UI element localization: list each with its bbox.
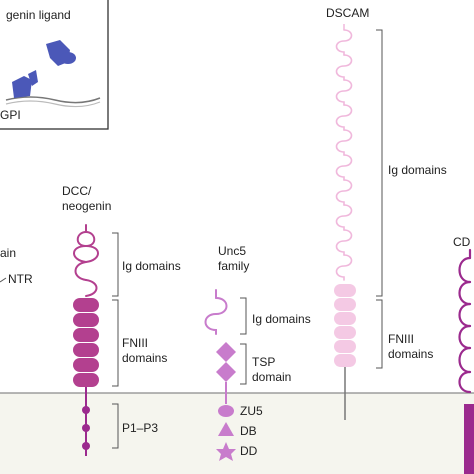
unc5-ig-label: Ig domains [252, 312, 311, 326]
ntr-fragment-line [0, 277, 7, 283]
left-fragment-ain: ain [0, 246, 17, 260]
dscam-ig-label: Ig domains [388, 163, 447, 177]
unc5-brackets [240, 297, 247, 385]
unc5-intracellular-domains [216, 405, 236, 461]
dscam-fniii-label-line2: domains [388, 347, 434, 361]
dcc-ig-domains [73, 224, 99, 297]
unc5-tsp-label-line1: TSP [252, 355, 276, 369]
ligand-shape-upper [46, 40, 76, 66]
unc5-tsp-label-line2: domain [252, 370, 292, 384]
dscam-fniii-domains [334, 284, 356, 367]
dscam-ig-loop [335, 229, 353, 256]
dscam-ig-domains [335, 29, 353, 281]
dscam-ig-loop [335, 179, 353, 206]
dscam-brackets [376, 29, 383, 369]
unc5-name-line2: family [218, 259, 250, 273]
dcc-brackets [112, 232, 119, 449]
dscam-ig-loop [335, 129, 353, 156]
cd-ig-domains [458, 248, 472, 394]
dscam-ig-loop [335, 254, 353, 281]
cd-intracellular-block [464, 404, 474, 474]
cell-membrane [0, 393, 474, 474]
unc5-zu5-label: ZU5 [240, 404, 263, 418]
dcc-fniii-domains [73, 298, 99, 387]
dcc-name-line2: neogenin [62, 199, 112, 213]
inset-membrane-line [5, 96, 101, 104]
unc5-name-line1: Unc5 [218, 244, 247, 258]
dscam-ig-loop [335, 204, 353, 231]
unc5-db-label: DB [240, 424, 257, 438]
inset-title: genin ligand [6, 8, 71, 22]
dcc-name-line1: DCC/ [62, 184, 92, 198]
dscam-ig-loop [335, 29, 353, 56]
dcc-ig-label: Ig domains [122, 259, 181, 273]
dscam-fniii-label-line1: FNIII [388, 332, 414, 346]
dscam-ig-loop [335, 104, 353, 131]
dscam-ig-loop [335, 154, 353, 181]
dcc-fniii-label-line2: domains [122, 351, 168, 365]
unc5-ig-domains [204, 289, 228, 335]
unc5-tsp-domains [216, 342, 236, 382]
dscam-ig-loop [335, 54, 353, 81]
dcc-p-label: P1–P3 [122, 421, 159, 435]
dcc-p-motifs [82, 403, 90, 456]
dcc-fniii-label-line1: FNIII [122, 336, 148, 350]
left-fragment-ntr: NTR [8, 272, 33, 286]
unc5-dd-label: DD [240, 444, 258, 458]
cd-name: CD [453, 235, 471, 249]
ligand-shape-lower [12, 70, 38, 98]
inset-box [0, 0, 109, 130]
dscam-ig-loop [335, 79, 353, 106]
dscam-name: DSCAM [326, 6, 370, 20]
inset-gpi-label: GPI [0, 108, 21, 122]
inset-membrane-line-2 [5, 100, 101, 108]
